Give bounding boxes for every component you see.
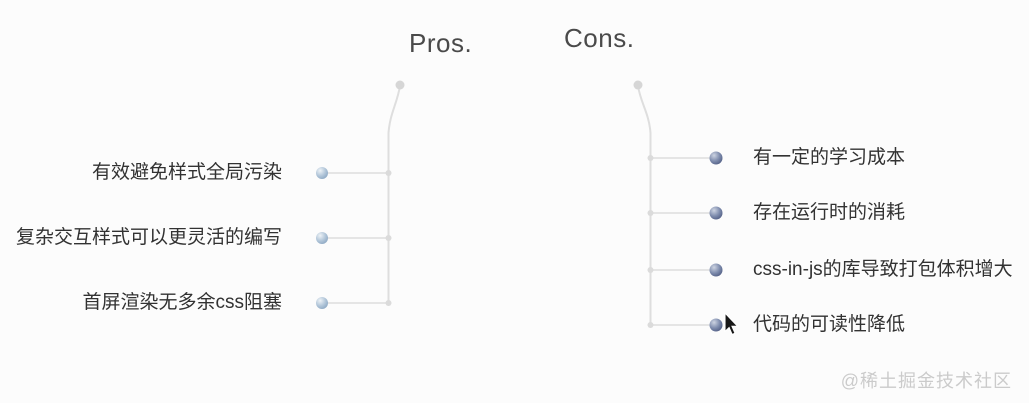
pros-bullet-dot: [316, 232, 328, 244]
pros-trunk: [387, 85, 401, 303]
pros-heading: Pros.: [409, 28, 473, 58]
junction-dot: [633, 80, 643, 90]
cons-bullet-dot: [709, 263, 723, 277]
junction-dot: [385, 300, 392, 306]
pros-bullet-dot: [316, 167, 328, 179]
pros-bullet-dot: [316, 297, 328, 309]
junction-dot: [395, 80, 405, 90]
cons-bullet-dot: [709, 151, 723, 165]
cons-bullet-dot: [709, 206, 723, 220]
cons-trunk: [637, 85, 652, 325]
junction-dot: [385, 170, 392, 176]
cons-item: 有一定的学习成本: [753, 147, 906, 168]
cons-item: 存在运行时的消耗: [753, 202, 906, 223]
cons-bullet-dot: [709, 318, 723, 332]
cons-item: css-in-js的库导致打包体积增大: [753, 259, 1013, 280]
pros-item: 首屏渲染无多余css阻塞: [82, 292, 282, 313]
cons-heading: Cons.: [564, 23, 635, 53]
junction-dot: [647, 155, 654, 161]
junction-dot: [647, 322, 654, 328]
watermark: @稀土掘金技术社区: [840, 371, 1012, 391]
cons-item: 代码的可读性降低: [753, 314, 906, 335]
pros-item: 复杂交互样式可以更灵活的编写: [15, 227, 282, 248]
junction-dot: [647, 210, 654, 216]
pros-item: 有效避免样式全局污染: [91, 162, 282, 183]
junction-dot: [647, 267, 654, 273]
junction-dot: [385, 235, 392, 241]
